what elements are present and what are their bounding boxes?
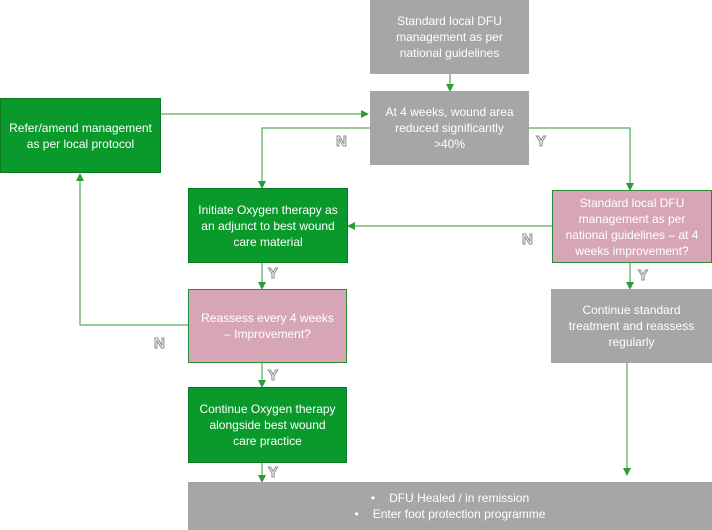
arrow-at4weeks-to-oxygen [258,127,370,189]
outcome-list: DFU Healed / in remission Enter foot pro… [355,490,546,522]
box-continue-oxygen: Continue Oxygen therapy alongside best w… [188,387,347,463]
arrow-reassess-to-refer [76,173,188,326]
box-at4weeks: At 4 weeks, wound area reduced significa… [370,91,529,165]
label-no-reassess: N [154,335,166,352]
box-refer-amend-text: Refer/amend management as per local prot… [9,120,152,151]
box-continue-standard-text: Continue standard treatment and reassess… [568,303,695,349]
label-yes-at4weeks: Y [535,133,547,150]
box-standard-start-text: Standard local DFU management as per nat… [396,14,503,60]
box-standard-improvement: Standard local DFU management as per nat… [552,190,712,263]
label-yes-continue-oxygen: Y [267,464,279,481]
box-reassess: Reassess every 4 weeks – Improvement? [188,289,347,363]
label-yes-oxygen: Y [267,265,279,282]
outcome-item-healed: DFU Healed / in remission [371,490,529,506]
label-yes-standard-improvement: Y [637,267,649,284]
box-initiate-oxygen: Initiate Oxygen therapy as an adjunct to… [188,188,348,263]
arrow-at4weeks-to-standard-improvement [529,127,634,191]
box-refer-amend: Refer/amend management as per local prot… [0,98,161,173]
box-at4weeks-text: At 4 weeks, wound area reduced significa… [385,105,514,151]
outcome-item-foot-protection: Enter foot protection programme [355,506,546,522]
box-initiate-oxygen-text: Initiate Oxygen therapy as an adjunct to… [198,202,338,249]
box-standard-improvement-text: Standard local DFU management as per nat… [565,195,699,258]
label-no-standard-improvement: N [522,231,534,248]
box-standard-start: Standard local DFU management as per nat… [370,0,529,74]
label-yes-reassess: Y [267,367,279,384]
box-continue-standard: Continue standard treatment and reassess… [551,289,712,363]
box-outcome: DFU Healed / in remission Enter foot pro… [188,482,712,530]
box-reassess-text: Reassess every 4 weeks – Improvement? [201,311,334,341]
label-no-at4weeks: N [336,133,348,150]
box-continue-oxygen-text: Continue Oxygen therapy alongside best w… [199,402,336,448]
